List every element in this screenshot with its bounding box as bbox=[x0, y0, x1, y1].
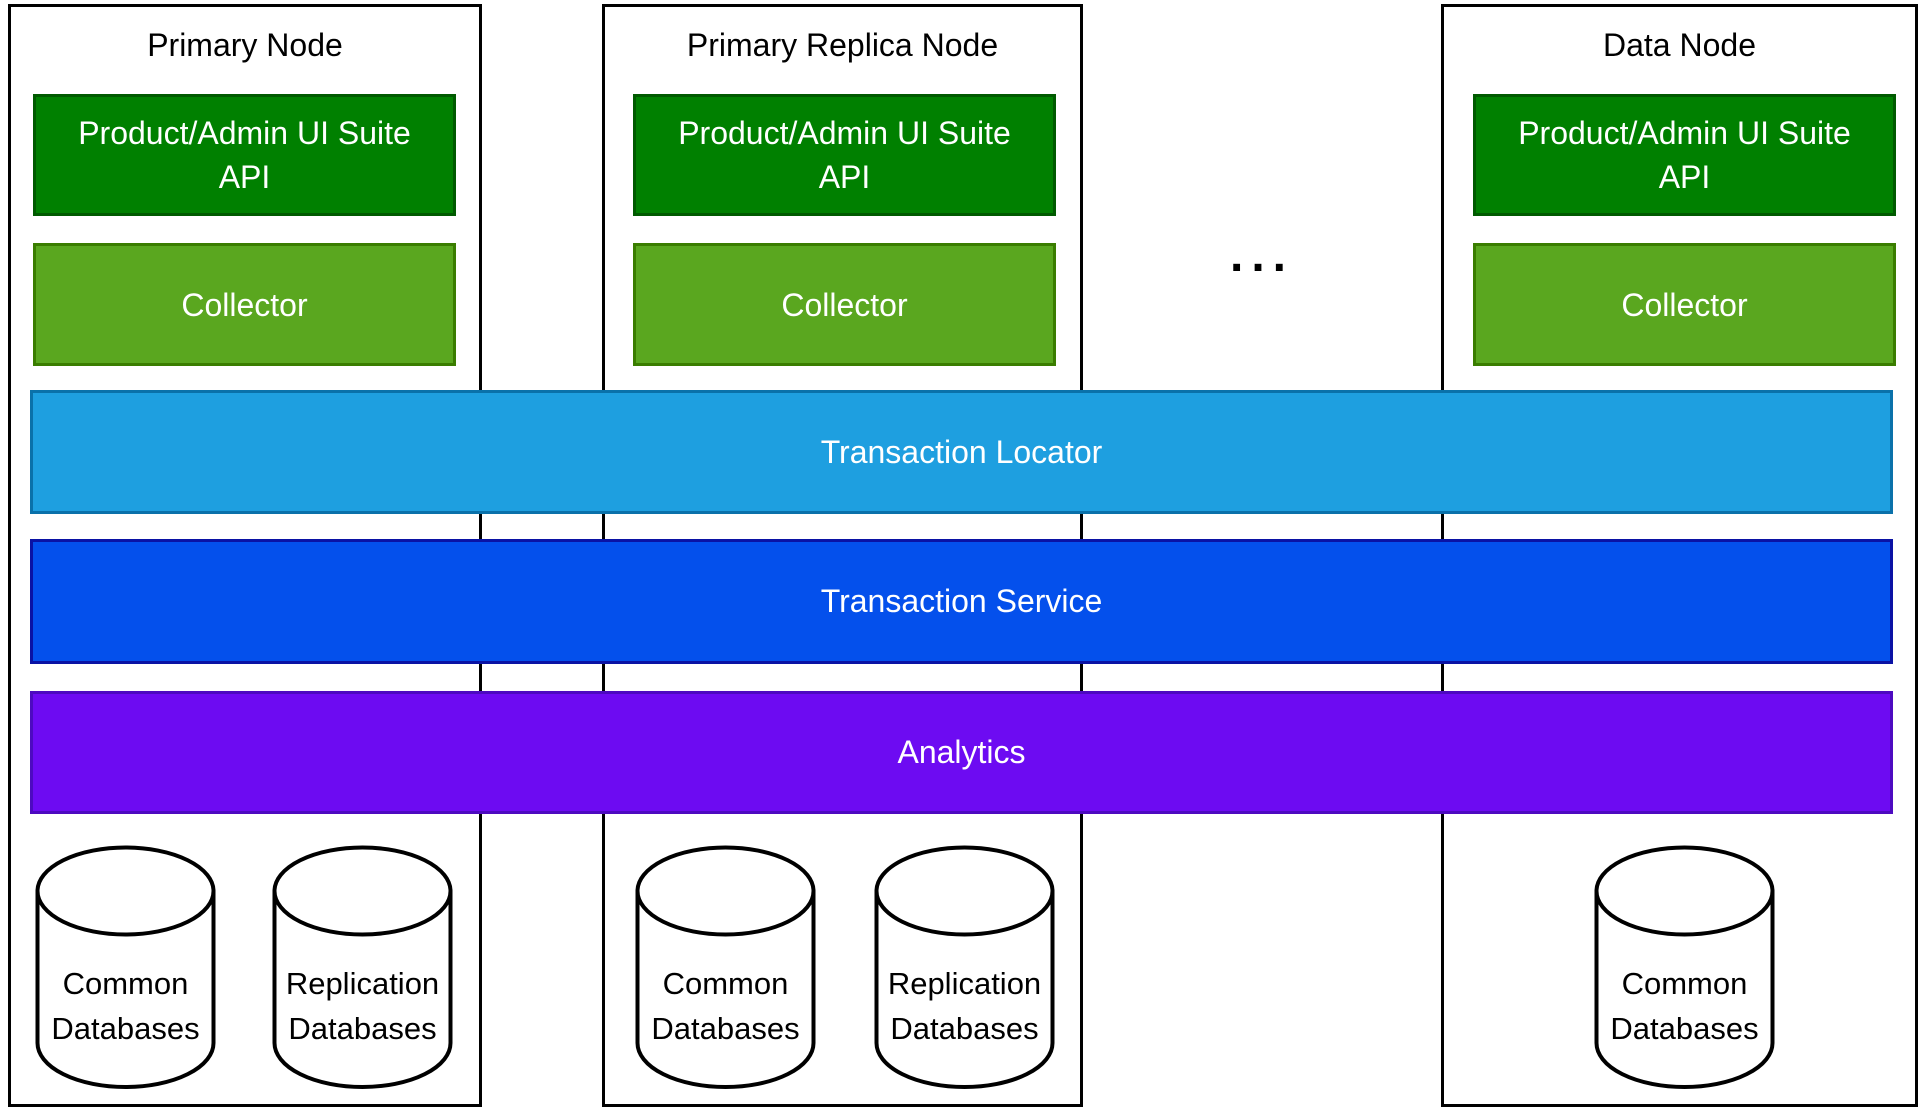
database-cylinder-icon bbox=[35, 845, 216, 1089]
node-title: Primary Replica Node bbox=[686, 27, 999, 63]
more-nodes-ellipsis: ... bbox=[1229, 228, 1294, 282]
database-label: Replication Databases bbox=[285, 966, 440, 1046]
api-box-label-line1: Product/Admin UI Suite bbox=[678, 115, 1011, 151]
transaction-service-label: Transaction Service bbox=[820, 583, 1103, 619]
api-box-label-line2: API bbox=[818, 159, 871, 195]
database-cylinder: Common Databases bbox=[1594, 845, 1775, 1089]
database-cylinder-icon bbox=[635, 845, 816, 1089]
api-box: Product/Admin UI Suite API bbox=[33, 94, 456, 216]
api-box-label-line1: Product/Admin UI Suite bbox=[78, 115, 411, 151]
collector-box-label: Collector bbox=[781, 286, 908, 323]
transaction-service-bar: Transaction Service bbox=[30, 539, 1893, 664]
database-cylinder: Common Databases bbox=[35, 845, 216, 1089]
collector-box-label: Collector bbox=[181, 286, 308, 323]
analytics-bar: Analytics bbox=[30, 691, 1893, 814]
database-label: Common Databases bbox=[51, 966, 200, 1046]
collector-box: Collector bbox=[1473, 243, 1896, 366]
node-title: Data Node bbox=[1603, 27, 1756, 63]
node-title: Primary Node bbox=[147, 27, 343, 63]
database-label: Replication Databases bbox=[887, 966, 1042, 1046]
database-cylinder: Common Databases bbox=[635, 845, 816, 1089]
transaction-locator-bar: Transaction Locator bbox=[30, 390, 1893, 514]
collector-box: Collector bbox=[633, 243, 1056, 366]
database-cylinder-icon bbox=[874, 845, 1055, 1089]
database-cylinder: Replication Databases bbox=[272, 845, 453, 1089]
api-box: Product/Admin UI Suite API bbox=[1473, 94, 1896, 216]
database-cylinder-icon bbox=[1594, 845, 1775, 1089]
database-cylinder: Replication Databases bbox=[874, 845, 1055, 1089]
transaction-locator-label: Transaction Locator bbox=[820, 433, 1103, 470]
database-label: Common Databases bbox=[651, 966, 800, 1046]
api-box: Product/Admin UI Suite API bbox=[633, 94, 1056, 216]
api-box-label-line1: Product/Admin UI Suite bbox=[1518, 115, 1851, 151]
analytics-label: Analytics bbox=[897, 734, 1026, 770]
collector-box-label: Collector bbox=[1621, 286, 1748, 323]
api-box-label-line2: API bbox=[1658, 159, 1711, 195]
database-cylinder-icon bbox=[272, 845, 453, 1089]
collector-box: Collector bbox=[33, 243, 456, 366]
database-label: Common Databases bbox=[1610, 966, 1759, 1046]
api-box-label-line2: API bbox=[218, 159, 271, 195]
